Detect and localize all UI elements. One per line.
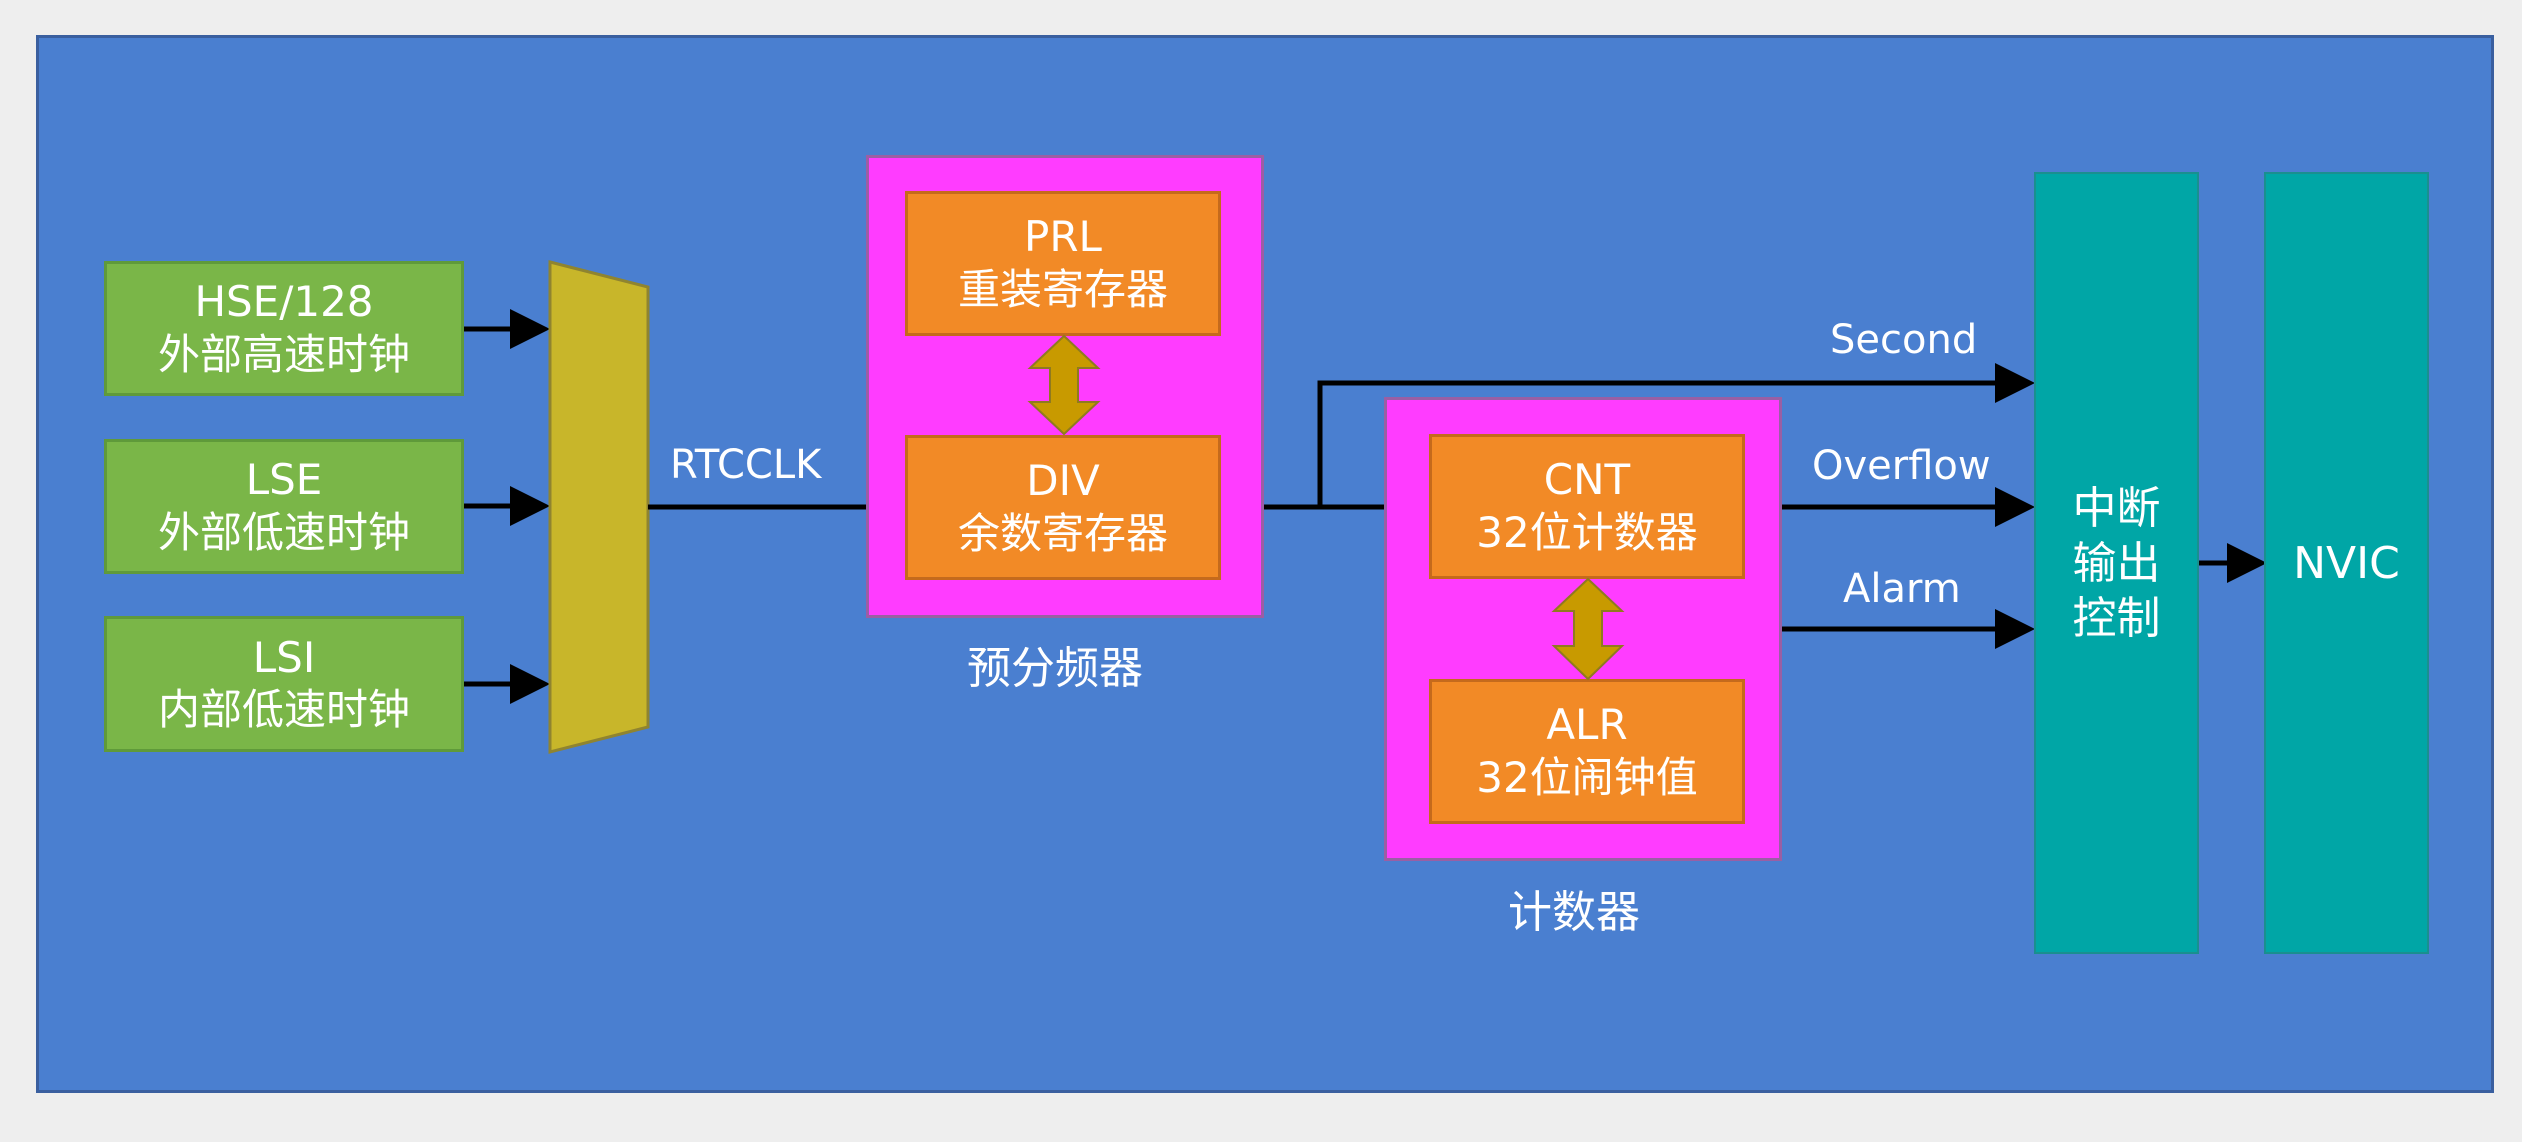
div-desc: 余数寄存器 <box>957 508 1168 558</box>
div-register: DIV 余数寄存器 <box>905 435 1221 580</box>
clock-mux <box>548 260 650 754</box>
alr-register: ALR 32位闹钟值 <box>1429 679 1745 824</box>
source-lse-desc: 外部低速时钟 <box>157 507 410 557</box>
source-lsi: LSI 内部低速时钟 <box>104 616 464 752</box>
arrow-second <box>1317 363 2035 507</box>
nvic-label: NVIC <box>2293 537 2400 589</box>
alr-name: ALR <box>1546 700 1628 749</box>
source-lse-name: LSE <box>245 455 323 504</box>
prl-desc: 重装寄存器 <box>957 264 1168 314</box>
counter-caption: 计数器 <box>1508 887 1640 938</box>
prl-name: PRL <box>1024 212 1102 261</box>
source-hse-desc: 外部高速时钟 <box>157 329 410 379</box>
source-lsi-desc: 内部低速时钟 <box>157 685 410 734</box>
prescaler-caption: 预分频器 <box>967 643 1143 694</box>
alr-desc: 32位闹钟值 <box>1476 752 1698 802</box>
source-lse: LSE 外部低速时钟 <box>104 439 464 574</box>
rtcclk-label: RTCCLK <box>670 442 822 488</box>
control-line-2: 输出 <box>2072 537 2161 589</box>
cnt-desc: 32位计数器 <box>1476 507 1698 557</box>
cnt-name: CNT <box>1543 455 1631 504</box>
div-name: DIV <box>1026 456 1100 505</box>
source-hse-name: HSE/128 <box>194 277 374 326</box>
signal-second-label: Second <box>1830 317 1978 363</box>
source-lsi-name: LSI <box>252 632 316 682</box>
signal-alarm-label: Alarm <box>1843 566 1961 612</box>
source-hse: HSE/128 外部高速时钟 <box>104 261 464 396</box>
signal-overflow-label: Overflow <box>1812 443 1991 489</box>
cnt-register: CNT 32位计数器 <box>1429 434 1745 579</box>
prl-register: PRL 重装寄存器 <box>905 191 1221 336</box>
nvic-block: NVIC <box>2264 172 2429 954</box>
interrupt-output-control: 中断 输出 控制 <box>2034 172 2199 954</box>
control-line-1: 中断 <box>2072 482 2161 534</box>
control-line-3: 控制 <box>2072 592 2161 644</box>
